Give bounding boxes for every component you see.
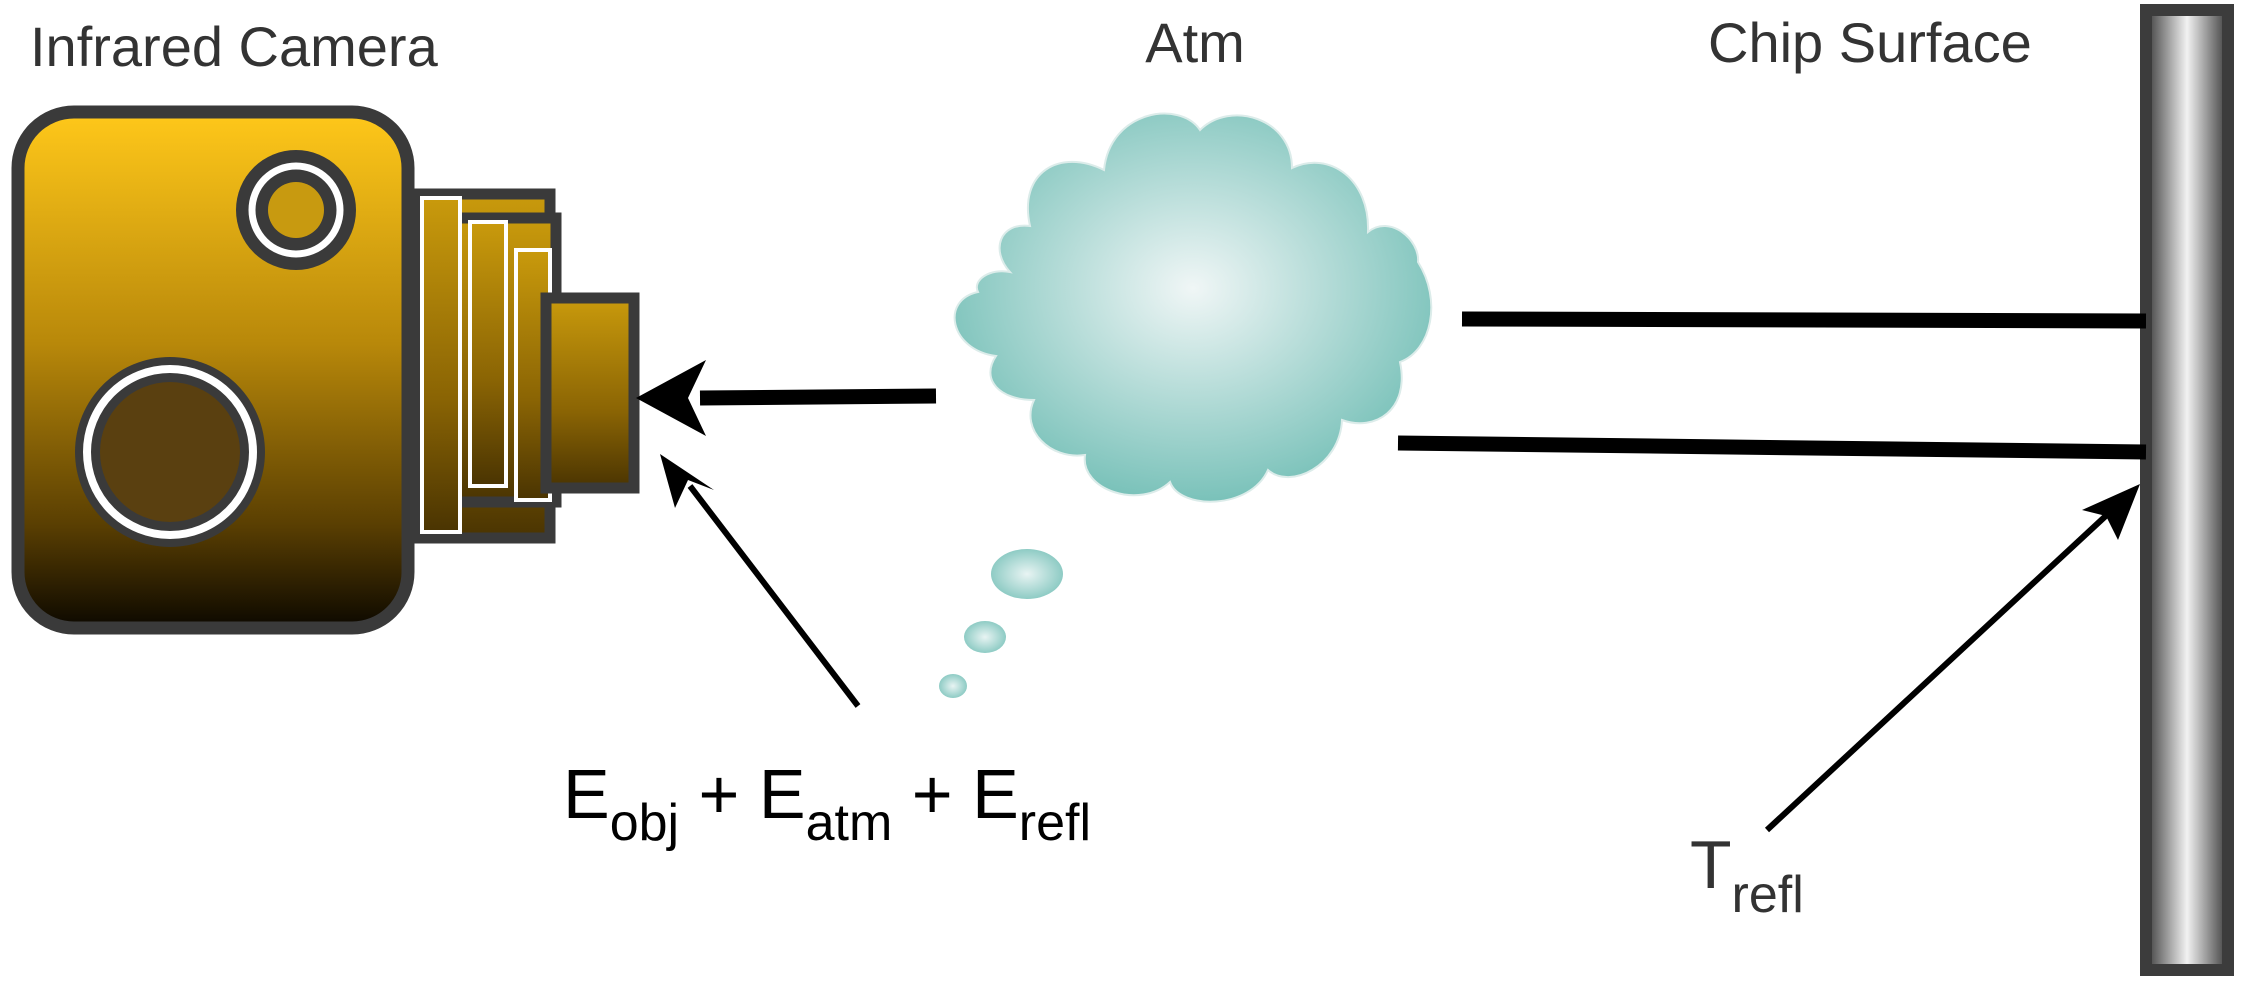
- surface-label: Chip Surface: [1708, 11, 2032, 74]
- e-obj-subscript: obj: [610, 794, 679, 852]
- e-atm-subscript: atm: [806, 794, 893, 852]
- upper-ray: [1461, 311, 2147, 329]
- e-obj-symbol: E: [563, 755, 610, 833]
- main-lens-ring: [83, 365, 257, 539]
- reflection-arrow-shaft: [1764, 509, 2113, 833]
- t-subscript: refl: [1732, 866, 1804, 924]
- plus-sign-1: +: [679, 755, 759, 833]
- plus-sign-2: +: [892, 755, 972, 833]
- e-refl-symbol: E: [972, 755, 1019, 833]
- equation-arrow-icon: [660, 454, 861, 708]
- atmosphere-label: Atm: [1145, 11, 1245, 74]
- camera-label: Infrared Camera: [30, 15, 439, 78]
- chip-surface-icon: [2140, 4, 2234, 976]
- cloud-bubble-small: [939, 674, 967, 698]
- main-arrow-icon: [636, 360, 937, 436]
- viewfinder-center: [268, 182, 324, 238]
- equation-arrow-head: [660, 454, 714, 508]
- t-symbol: T: [1690, 827, 1732, 903]
- reflection-arrow-head: [2082, 484, 2140, 540]
- emission-equation: Eobj + Eatm + Erefl: [563, 755, 1091, 852]
- e-atm-symbol: E: [759, 755, 806, 833]
- equation-arrow-shaft: [687, 484, 861, 708]
- infrared-camera-icon: [11, 105, 640, 635]
- cloud-shape: [953, 112, 1433, 503]
- reflection-arrow-icon: [1764, 484, 2140, 833]
- lower-ray: [1397, 435, 2147, 460]
- surface-plate: [2140, 4, 2234, 976]
- main-arrow-head: [636, 360, 706, 436]
- cloud-bubble-large: [991, 549, 1063, 599]
- reflected-temperature: Trefl: [1690, 827, 1804, 924]
- main-arrow-shaft: [699, 388, 937, 406]
- atmosphere-cloud-icon: [939, 112, 1433, 698]
- cloud-bubble-medium: [964, 621, 1006, 653]
- lens-ring-2: [468, 220, 508, 488]
- viewfinder-ring: [248, 162, 344, 258]
- lens-front: [540, 292, 640, 494]
- main-lens-center: [100, 382, 240, 522]
- lens-ring-1: [420, 196, 462, 534]
- e-refl-subscript: refl: [1019, 794, 1091, 852]
